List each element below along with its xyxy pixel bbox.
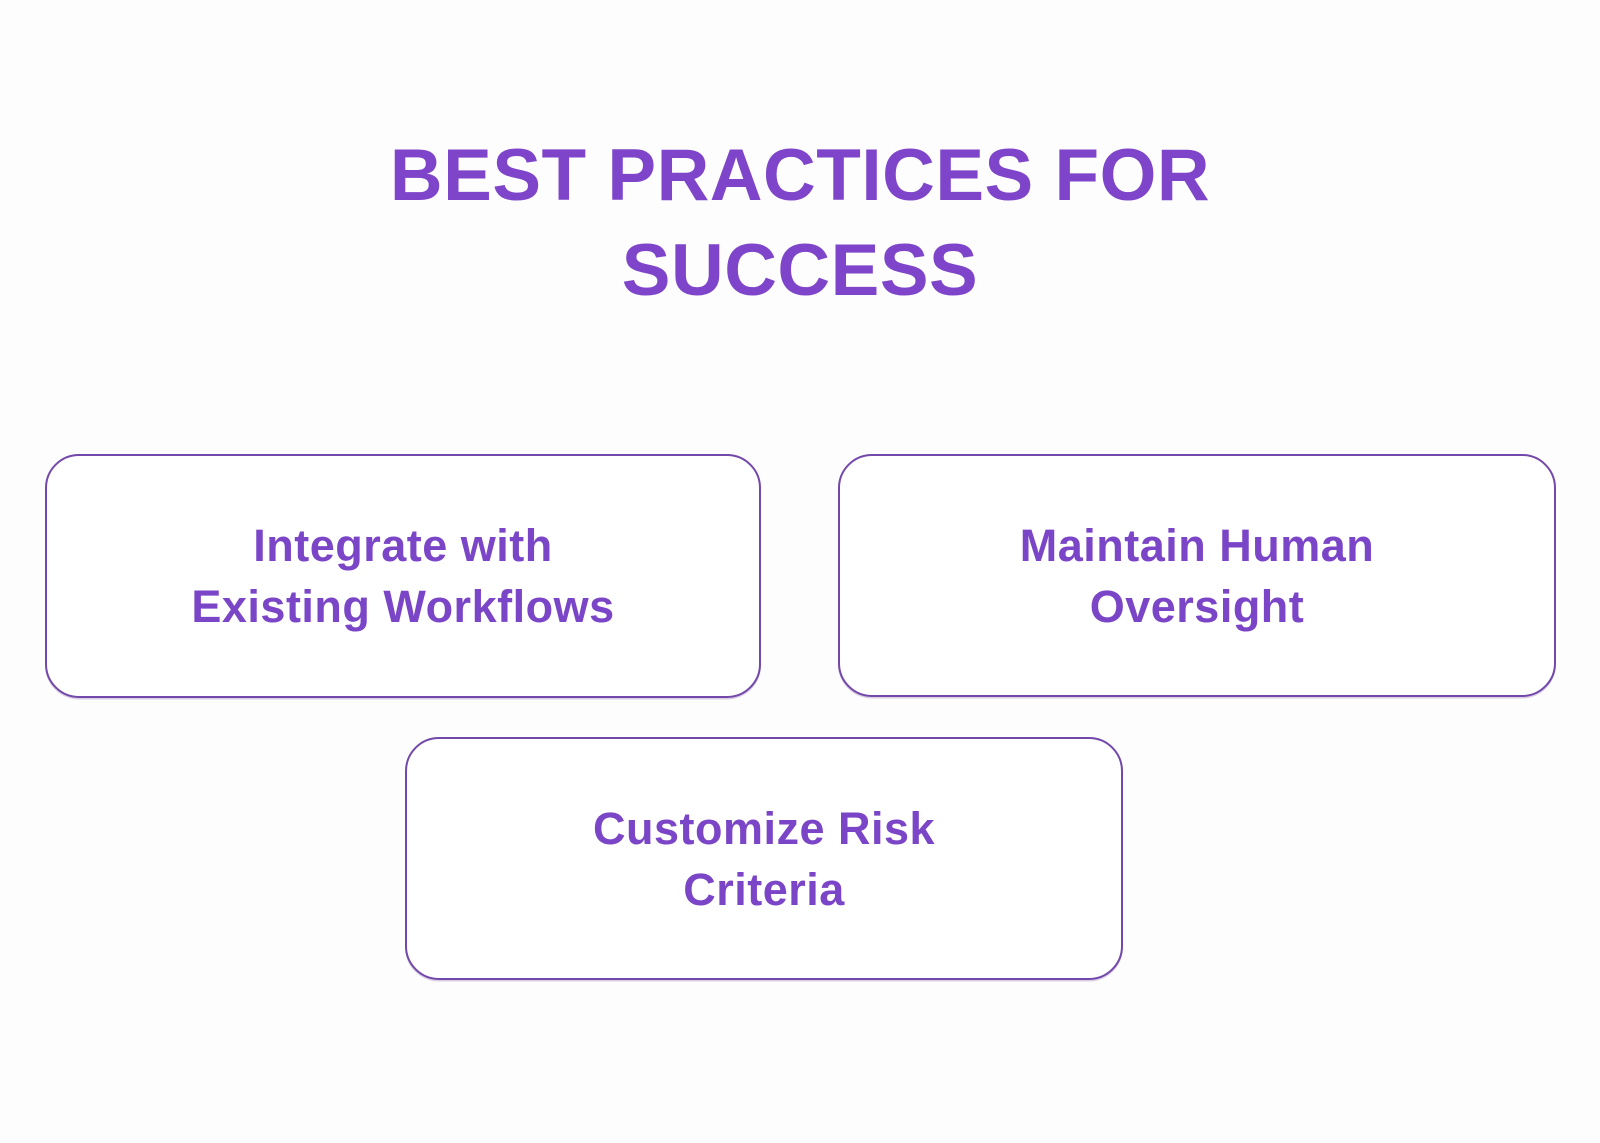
- card-integrate-with-existing-workflows: Integrate with Existing Workflows: [45, 454, 761, 698]
- page-title-line-2: SUCCESS: [621, 230, 979, 311]
- page-title: BEST PRACTICES FOR SUCCESS: [0, 128, 1600, 318]
- card-label-line: Existing Workflows: [191, 581, 615, 632]
- card-label-line: Maintain Human: [1019, 519, 1375, 571]
- card-label-line: Criteria: [683, 863, 845, 915]
- card-label-line: Integrate with: [253, 520, 553, 571]
- card-label-line: Oversight: [1089, 580, 1305, 632]
- card-customize-risk-criteria: Customize Risk Criteria: [405, 737, 1123, 980]
- card-label-line: Customize Risk: [592, 802, 936, 854]
- page-title-line-1: BEST PRACTICES FOR: [389, 135, 1211, 216]
- card-maintain-human-oversight: Maintain Human Oversight: [838, 454, 1556, 697]
